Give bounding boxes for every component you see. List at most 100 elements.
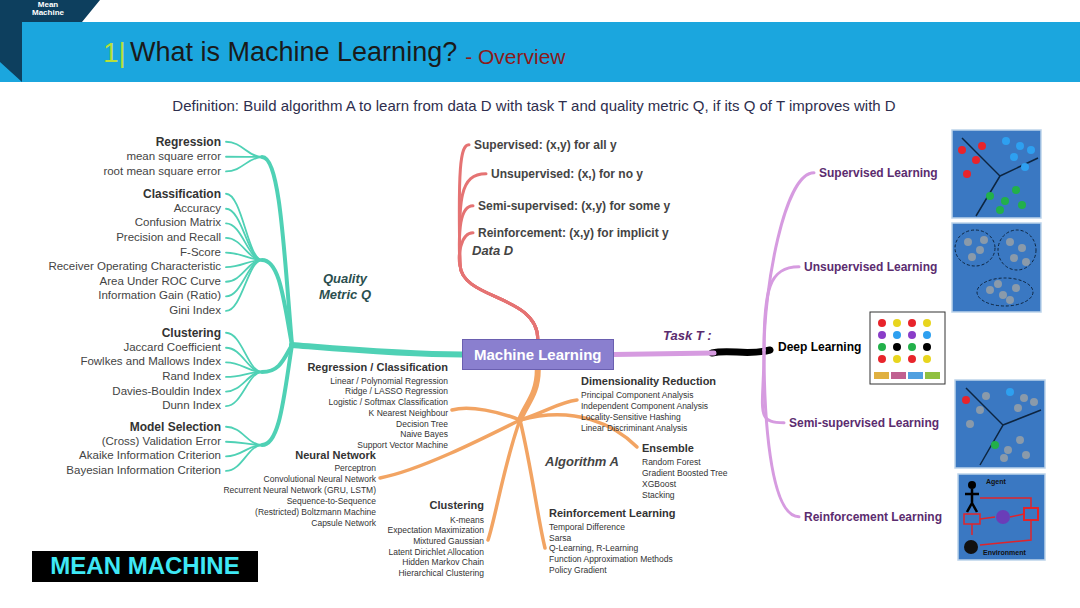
branch-label: Ensemble [642,442,694,455]
branch-label: Data D [472,243,513,259]
branch-line [488,420,520,540]
branch-line [226,445,262,471]
branch-label: Definition: Build algorithm A to learn f… [172,97,895,115]
branch-label: Sequence-to-Sequence [287,496,376,506]
branch-line [226,348,262,372]
cluster-outline [998,230,1036,270]
data-point [878,343,886,351]
branch-label: XGBoost [642,479,676,489]
branch-label: Gini Index [169,304,221,318]
image-panel [870,312,945,384]
image-panel [955,380,1045,468]
branch-line [262,157,292,345]
branch-label: Clustering [162,326,221,340]
branch-line [226,157,262,171]
data-point [976,406,984,414]
branch-label: Area Under ROC Curve [100,275,221,289]
branch-label: Semi-supervised: (x,y) for some y [478,199,670,213]
data-point [968,253,976,261]
data-point [878,331,886,339]
branch-label: Independent Component Analysis [581,401,708,411]
data-point [923,331,931,339]
branch-label: Ridge / LASSO Regression [345,386,448,396]
data-point [986,286,994,294]
branch-label: (Cross) Validation Error [102,435,221,449]
branch-label: Dimensionality Reduction [581,375,716,388]
data-point [1002,137,1010,145]
branch-label: root mean square error [103,165,221,179]
data-point [991,441,999,449]
branch-label: Agent [986,478,1006,486]
data-point [1000,454,1008,462]
branch-label: Neural Network [295,449,376,462]
data-point [1016,142,1024,150]
branch-label: MEAN MACHINE [50,552,239,581]
data-point [994,280,1002,288]
branch-label: Reinforcement: (x,y) for implicit y [478,226,669,240]
decision-boundary [962,138,1038,216]
data-point [1010,254,1018,262]
data-point [908,355,916,363]
branch-line [262,260,292,345]
page-title: What is Machine Learning? [130,36,457,68]
data-point [978,142,986,150]
branch-label: Jaccard Coefficient [123,341,221,355]
branch-label: Temporal Difference [549,522,625,532]
branch-label: Random Forest [642,457,701,467]
branch-label: Mean Machine [28,1,68,18]
branch-label: Regression [156,135,221,149]
cluster-outline [977,278,1033,306]
branch-label: Stacking [642,490,675,500]
branch-label: Fowlkes and Mallows Index [80,355,221,369]
data-point [1021,163,1029,171]
logo-corner [0,0,100,82]
branch-label: Supervised: (x,y) for all y [474,138,617,152]
data-point [1014,404,1022,412]
branch-line [459,233,537,339]
branch-label: Locality-Sensitive Hashing [581,412,681,422]
branch-label: Logistic / Softmax Classification [328,397,448,407]
data-point [923,355,931,363]
branch-label: Regression / Classification [307,361,448,374]
branch-label: Linear / Polynomial Regression [330,376,448,386]
branch-label: Naive Bayes [400,429,448,439]
data-point [976,246,984,254]
watermark-ground [32,551,258,582]
branch-label: Quality Metric Q [305,271,385,302]
data-point [982,392,990,400]
branch-label: Mixtured Gaussian [413,536,484,546]
data-point [878,355,886,363]
data-point [980,236,988,244]
branch-label: Akaike Information Criterion [79,449,221,463]
branch-label: Hierarchical Clustering [398,568,484,578]
branch-label: Perceptron [334,463,376,473]
data-point [1006,238,1014,246]
branch-line [226,238,262,260]
branch-label: Gradient Boosted Tree [642,468,728,478]
branch-label: Information Gain (Ratio) [98,289,221,303]
data-point [1020,394,1028,402]
branch-line [764,267,799,350]
branch-line [226,194,262,260]
feedback-arrow [972,498,1031,545]
branch-label: - Overview [465,44,565,69]
branch-label: mean square error [126,150,221,164]
branch-label: Environment [983,549,1026,557]
colour-bar [891,372,906,379]
branch-label: Supervised Learning [819,166,938,180]
data-point [908,343,916,351]
branch-label: K-means [450,515,484,525]
image-panel [958,474,1045,560]
cluster-outline [955,230,995,266]
data-point [958,146,966,154]
data-point [1004,446,1012,454]
branch-label: Capsule Network [311,518,376,528]
colour-bar [925,372,940,379]
branch-line [226,209,262,260]
image-panel [952,130,1041,218]
branch-label: Precision and Recall [116,231,221,245]
data-point [1006,388,1014,396]
branch-label: 1| [103,36,126,70]
state-circle [996,510,1010,524]
data-point [893,319,901,327]
